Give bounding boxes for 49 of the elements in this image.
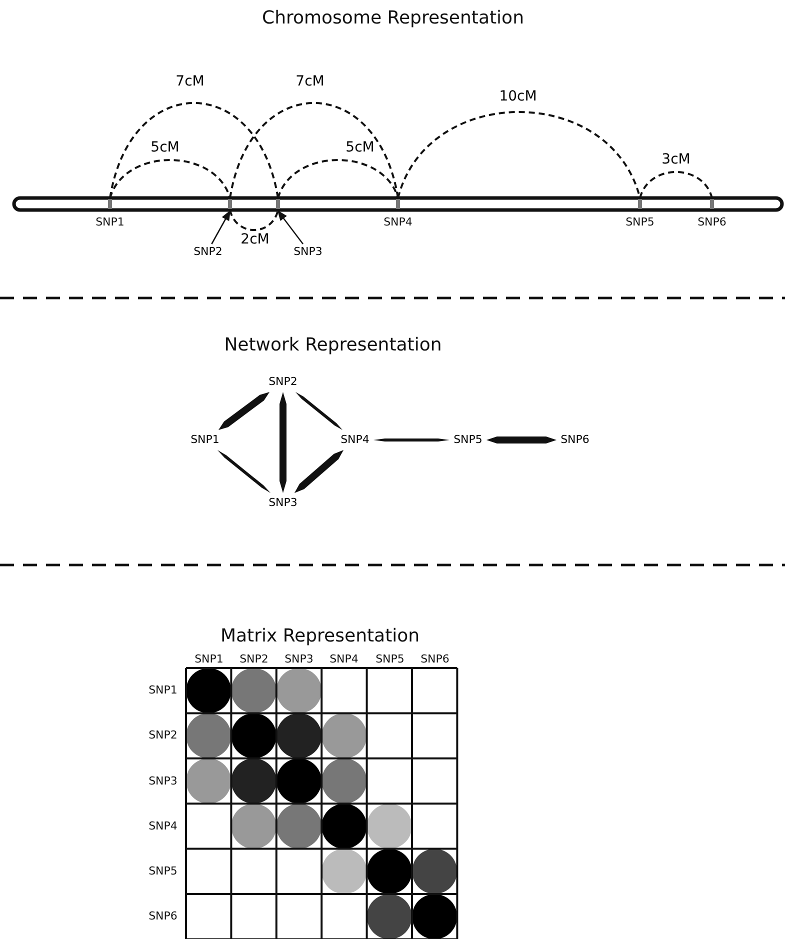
row-header: SNP1 bbox=[148, 684, 178, 696]
link-line bbox=[486, 436, 557, 444]
column-header: SNP6 bbox=[420, 652, 450, 666]
leader-arrow bbox=[277, 210, 304, 244]
row-header: SNP6 bbox=[148, 910, 178, 922]
linkage-arc bbox=[229, 102, 399, 198]
column-header: SNP4 bbox=[330, 652, 358, 666]
row-header: SNP3 bbox=[148, 774, 178, 788]
section-title: Chromosome Representation bbox=[262, 8, 524, 28]
snp-label: SNP4 bbox=[340, 433, 370, 447]
snp-label: SNP5 bbox=[452, 433, 484, 447]
linkage-arc bbox=[109, 102, 279, 198]
snp-label: SNP3 bbox=[268, 496, 298, 510]
row-header: SNP2 bbox=[148, 728, 178, 742]
link-line bbox=[295, 392, 343, 430]
snp-label: SNP1 bbox=[190, 433, 220, 447]
section-title: Network Representation bbox=[224, 334, 442, 356]
column-header: SNP5 bbox=[376, 652, 404, 666]
snp-label: SNP2 bbox=[192, 245, 224, 259]
link-line bbox=[218, 392, 270, 430]
snp-tick bbox=[108, 199, 112, 209]
snp-tick bbox=[276, 199, 280, 209]
linkage-arc bbox=[639, 171, 713, 198]
linkage-arc bbox=[277, 159, 399, 198]
row-header: SNP5 bbox=[148, 864, 178, 878]
leader-arrow bbox=[211, 210, 231, 244]
link-line bbox=[217, 450, 271, 493]
link-line bbox=[373, 438, 450, 442]
snp-label: SNP3 bbox=[292, 245, 324, 259]
snp-tick bbox=[228, 199, 232, 209]
column-header: SNP2 bbox=[240, 652, 268, 666]
row-header: SNP4 bbox=[148, 820, 178, 832]
linkage-arc bbox=[229, 210, 279, 231]
column-header: SNP3 bbox=[284, 652, 314, 666]
snp-label: SNP4 bbox=[384, 216, 412, 228]
snp-tick bbox=[638, 199, 642, 209]
link-line bbox=[280, 392, 286, 493]
snp-tick bbox=[396, 199, 400, 209]
link-line bbox=[294, 450, 344, 493]
linkage-arc bbox=[109, 159, 231, 198]
section-title: Matrix Representation bbox=[220, 626, 420, 646]
snp-label: SNP6 bbox=[698, 216, 726, 228]
snp-label: SNP6 bbox=[560, 433, 590, 447]
linkage-arc bbox=[397, 111, 641, 198]
snp-label: SNP5 bbox=[626, 216, 654, 228]
column-header: SNP1 bbox=[194, 652, 224, 666]
snp-label: SNP2 bbox=[268, 375, 298, 389]
snp-label: SNP1 bbox=[96, 216, 124, 228]
snp-tick bbox=[710, 199, 714, 209]
